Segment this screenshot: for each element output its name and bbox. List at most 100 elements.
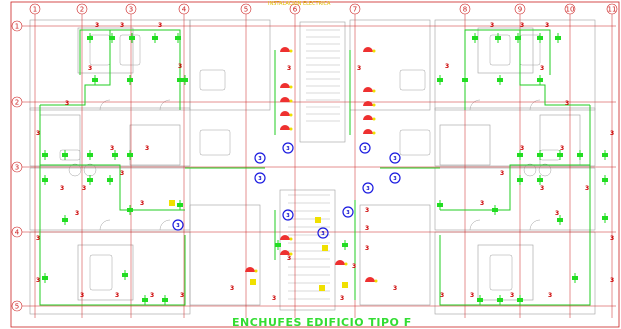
door-swing (529, 219, 541, 231)
board-number: 3 (258, 176, 262, 182)
circuit-number: 3 (445, 63, 449, 70)
switch-symbol (280, 250, 293, 256)
outlet-symbol (602, 213, 608, 223)
circuit-number: 3 (548, 292, 552, 299)
circuit-number: 3 (365, 207, 369, 214)
door-swing (529, 99, 541, 111)
axis-column-label: 11 (608, 6, 617, 14)
circuit-line (439, 105, 591, 306)
circuit-number: 3 (545, 22, 549, 29)
furniture (199, 129, 231, 156)
outlet-symbol (107, 175, 113, 185)
board-number: 3 (286, 213, 290, 219)
circuit-number: 3 (110, 145, 114, 152)
axis-column-label: 5 (244, 6, 248, 14)
switch-dot (372, 89, 376, 93)
furniture (119, 34, 141, 66)
switch-body (363, 115, 373, 120)
circuit-line (40, 29, 181, 110)
board-number: 3 (321, 231, 325, 237)
panel-board-symbol: 3 (317, 227, 329, 239)
wall (434, 231, 596, 315)
panel-board-symbol: 3 (282, 209, 294, 221)
axis-bubble (289, 3, 301, 15)
circuit-number: 3 (352, 263, 356, 270)
circuit-number: 3 (140, 200, 144, 207)
board-ring (254, 152, 266, 164)
outlet-symbol (462, 75, 468, 85)
axis-bubble (606, 3, 618, 15)
circuit-number: 3 (150, 292, 154, 299)
outlet-symbol (129, 33, 135, 43)
wall (434, 19, 596, 111)
outlet-symbol (127, 150, 133, 160)
circuit-number: 3 (287, 255, 291, 262)
outlet-symbol (92, 75, 98, 85)
switch-body (280, 47, 290, 52)
circuit-line (40, 164, 185, 211)
circuit-number: 3 (365, 225, 369, 232)
outlet-symbol (557, 215, 563, 225)
axis-column-label: 1 (33, 6, 37, 14)
switch-body (363, 47, 373, 52)
outlet-symbol (109, 33, 115, 43)
axis-column-label: 8 (463, 6, 467, 14)
furniture (89, 254, 113, 291)
board-ring (389, 152, 401, 164)
wall (434, 167, 596, 231)
panel-board-symbol: 3 (342, 206, 354, 218)
circuit-line (440, 164, 590, 211)
outlet-symbol (537, 175, 543, 185)
switch-body (363, 129, 373, 134)
outlet-symbol (142, 295, 148, 305)
circuit-line (39, 105, 186, 306)
switch-symbol (363, 47, 376, 53)
switch-symbol (280, 47, 293, 53)
door-swing (159, 99, 171, 111)
switch-dot (372, 117, 376, 121)
fixture (538, 163, 552, 177)
board-ring (282, 142, 294, 154)
outlet-symbol (42, 150, 48, 160)
circuit-number: 3 (145, 145, 149, 152)
axis-column-label: 7 (353, 6, 357, 14)
wall (77, 27, 134, 74)
circuit-number: 3 (555, 210, 559, 217)
board-number: 3 (363, 146, 367, 152)
outlet-symbol (437, 200, 443, 210)
wall (359, 204, 431, 306)
switch-body (245, 267, 255, 272)
circuit-number: 3 (610, 235, 614, 242)
axis-row-label: 5 (15, 303, 19, 311)
outlet-symbol (602, 150, 608, 160)
circuit-number: 3 (610, 130, 614, 137)
axis-bubble (125, 3, 137, 15)
circuit-number: 3 (480, 200, 484, 207)
switch-dot (254, 269, 258, 273)
board-number: 3 (286, 146, 290, 152)
switch-body (335, 260, 345, 265)
switch-symbol (335, 260, 348, 266)
wall (129, 124, 181, 166)
circuit-number: 3 (393, 285, 397, 292)
switch-symbol (245, 267, 258, 273)
circuit-number: 3 (540, 185, 544, 192)
circuit-number: 3 (158, 22, 162, 29)
circuit-number: 3 (560, 145, 564, 152)
board-ring (359, 142, 371, 154)
outlet-symbol (497, 295, 503, 305)
circuit-number: 3 (500, 170, 504, 177)
door-swing (159, 219, 171, 231)
circuit-number: 3 (120, 170, 124, 177)
fixture (523, 163, 537, 177)
board-number: 3 (366, 186, 370, 192)
circuit-number: 3 (95, 22, 99, 29)
outlet-symbol (557, 150, 563, 160)
circuit-number: 3 (520, 22, 524, 29)
panel-board-symbol: 3 (172, 219, 184, 231)
axis-bubble (564, 3, 576, 15)
circuit-number: 3 (610, 277, 614, 284)
circuit-number: 3 (88, 65, 92, 72)
